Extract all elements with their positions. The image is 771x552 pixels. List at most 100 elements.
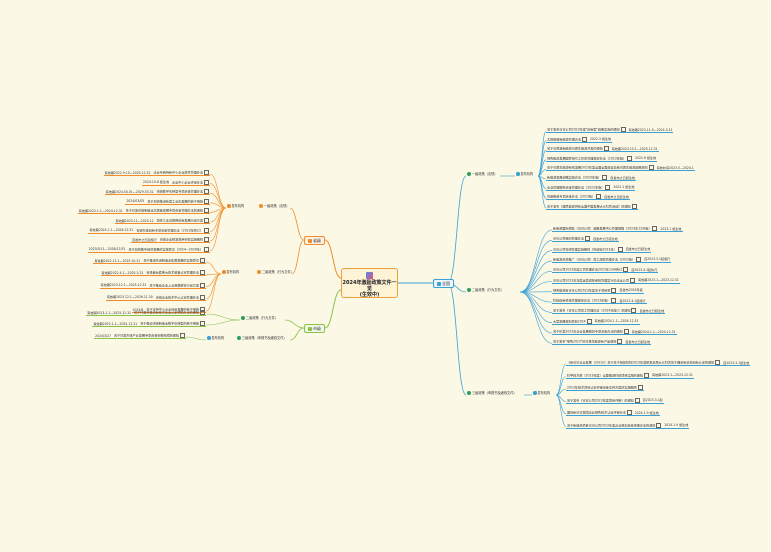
file-icon: [200, 307, 205, 313]
policy-item[interactable]: 可可公司2023年度公司管理办法2023年12月修订自2023.4.1起执行: [552, 267, 659, 274]
policy-item[interactable]: 绿色能源新可可公司2023年度关于项目奖自发布2023年度: [552, 287, 644, 294]
file-icon: [204, 218, 209, 223]
connector: [209, 173, 227, 209]
policy-item[interactable]: 2023年技术项目认定评审资金支持方案的实施细则: [566, 385, 644, 391]
policy-date: 有效期2023.1.1—2025.12.31: [87, 310, 132, 315]
policy-item[interactable]: 可可公司科研管理实施细则（修改版2023年）自发布之日起生效: [552, 246, 652, 253]
policy-date: 2024.1.9 施生效: [664, 423, 689, 427]
policy-item[interactable]: 关于发布《居民能源供给全国中国发展大众科普活动》的通知: [546, 203, 638, 210]
branch-province[interactable]: 省级: [304, 236, 325, 245]
policy-item[interactable]: 关于可再生能源有效发展2023年度全国全面建设总结可再生能源政策规划有效时间20…: [546, 165, 695, 172]
check-icon: [467, 391, 471, 395]
file-icon: [617, 246, 623, 252]
policy-title: 省级科技创新专项资金管理办法（2023年修订）: [136, 228, 203, 233]
policy-item[interactable]: 科学技术部（2023年度）全面推进科技项目实施的通知有效期2023.1—2023…: [566, 372, 694, 379]
connector: [519, 250, 553, 293]
policy-item[interactable]: 关于可再造新能源可再生能源开发的通知有效期2023.10.1—2025.12.3…: [546, 146, 659, 153]
policy-item[interactable]: 智能制造专项资金办法（2023版）自发布之日起生效: [546, 194, 630, 201]
policy-item[interactable]: 新能源国际奖励（可可公司）政策发展中心管理规程（2023年12月版）2023.1…: [552, 226, 683, 232]
connector: [324, 289, 342, 329]
group-node[interactable]: 三级政策（申报书及细则文件）: [236, 336, 288, 340]
policy-item[interactable]: 企业管理服务资金管理办法（2022年版）2022.1 施生效: [546, 184, 636, 191]
source-node[interactable]: 发布机构: [221, 270, 240, 274]
policy-item[interactable]: 《新可可企业发展（2023）》关于关于组建机构2023年度研发资质大众科普关于确…: [566, 360, 751, 366]
policy-date: 2023/5/11—2026/12/31: [88, 247, 126, 252]
policy-item[interactable]: 关于发布《可可公司员工管理办法（2024年版）》的通知自发布之日起生效: [552, 308, 666, 315]
policy-title: 关于印发市级产业发展专项资金申报指南的通知: [114, 333, 179, 338]
policy-date: 自发布之日起施行: [131, 237, 157, 242]
file-icon: [648, 165, 654, 171]
policy-item[interactable]: 可可公司组织管理办法自发布之日起生效: [552, 236, 619, 243]
connector: [205, 261, 222, 275]
file-icon: [204, 208, 209, 214]
policy-title: 国际新可可集团企业绿色技术认证评审办法: [567, 410, 626, 415]
policy-item[interactable]: 可可公司2023年年度运营成效考核管理实行办法全公司有效期2023.1—2023…: [552, 277, 680, 284]
policy-item[interactable]: 关于印发2023年企业发展规划专项资金办法的通知有效期2024.1.1—2024…: [552, 329, 677, 335]
file-icon: [584, 236, 590, 242]
group-node[interactable]: 二级政策（行为文件）: [466, 288, 505, 292]
connector: [205, 273, 222, 300]
policy-title: 2023年技术项目认定评审资金支持方案的实施细则: [567, 385, 637, 390]
group-node[interactable]: 三级政策（申报书及细则文件）: [466, 391, 518, 395]
root-node[interactable]: 2024年激励政策文件一览 (生效中): [341, 268, 398, 298]
source-node[interactable]: 发布机构: [206, 336, 225, 340]
policy-item[interactable]: 关于发布《可可公司2023年度项目评审》的通知自2023.3.1起: [566, 397, 664, 404]
branch-city[interactable]: 市级: [304, 324, 325, 333]
policy-item[interactable]: 科技创新奖金管理规定办法（2023年版）自2023.4.1起施行: [552, 298, 647, 305]
file-icon: [204, 179, 209, 185]
source-node[interactable]: 发布机构: [515, 172, 534, 176]
policy-item[interactable]: 自发布之日起施行省级企业研发费用补助实施细则: [130, 237, 210, 244]
policy-date: 2024/3/27: [95, 333, 112, 338]
connector: [537, 175, 547, 199]
file-icon: [200, 321, 205, 326]
policy-date: 自2023.3.1起生效: [723, 360, 750, 365]
policy-item[interactable]: 绿色能源发展国家指引工作的管理规定办法（2023年版）2022.6 施生效: [546, 155, 658, 162]
source-node[interactable]: 发布机构: [226, 204, 245, 208]
source-node[interactable]: 发布机构: [532, 391, 551, 395]
file-icon: [631, 308, 637, 314]
connector: [519, 291, 553, 313]
group-node[interactable]: 二级政策（行为文件）: [240, 316, 279, 320]
connector: [519, 229, 553, 293]
policy-item[interactable]: 关于发布"绿色2023"的可再生能源新产品通知自发布之日起生效: [552, 339, 652, 346]
group-node[interactable]: 一级政策（法规）: [466, 172, 499, 176]
policy-title: 新能源国际奖励（可可公司）政策发展中心管理规程（2023年12月版）: [553, 226, 652, 231]
connector: [205, 273, 222, 312]
group-node[interactable]: 一级政策（法规）: [258, 204, 291, 208]
policy-date: 2022.6 施生效: [635, 156, 657, 161]
source-label: 发布机构: [520, 172, 534, 176]
check-icon: [257, 270, 261, 274]
policy-date: 自发布之日起生效: [625, 247, 651, 252]
policy-item[interactable]: 新能源资源推广（可可公司）员工激励管理办法（2022版）自2023.3.1起施行: [552, 256, 672, 263]
policy-title: 关于印发省级制造业高质量发展专项资金管理办法的通知: [125, 208, 203, 213]
branch-national[interactable]: 全国: [433, 279, 454, 288]
file-icon: [204, 189, 209, 195]
connector: [205, 313, 241, 321]
policy-item[interactable]: 关于发布可可公司2023年度"创新型"政策实施的通知有效期2023.11.9—2…: [546, 127, 674, 133]
policy-item[interactable]: 2024.10.8 施生效企业中小企业评定办法: [142, 179, 210, 186]
policy-item[interactable]: 新能源发展战略实施办法（2020年版）自发布之日起生效: [546, 175, 637, 181]
connector: [555, 388, 567, 396]
policy-title: 新能源资源推广（可可公司）员工激励管理办法（2022版）: [553, 257, 636, 262]
group-node[interactable]: 二级政策（行为文件）: [256, 270, 295, 274]
file-icon: [631, 203, 637, 209]
